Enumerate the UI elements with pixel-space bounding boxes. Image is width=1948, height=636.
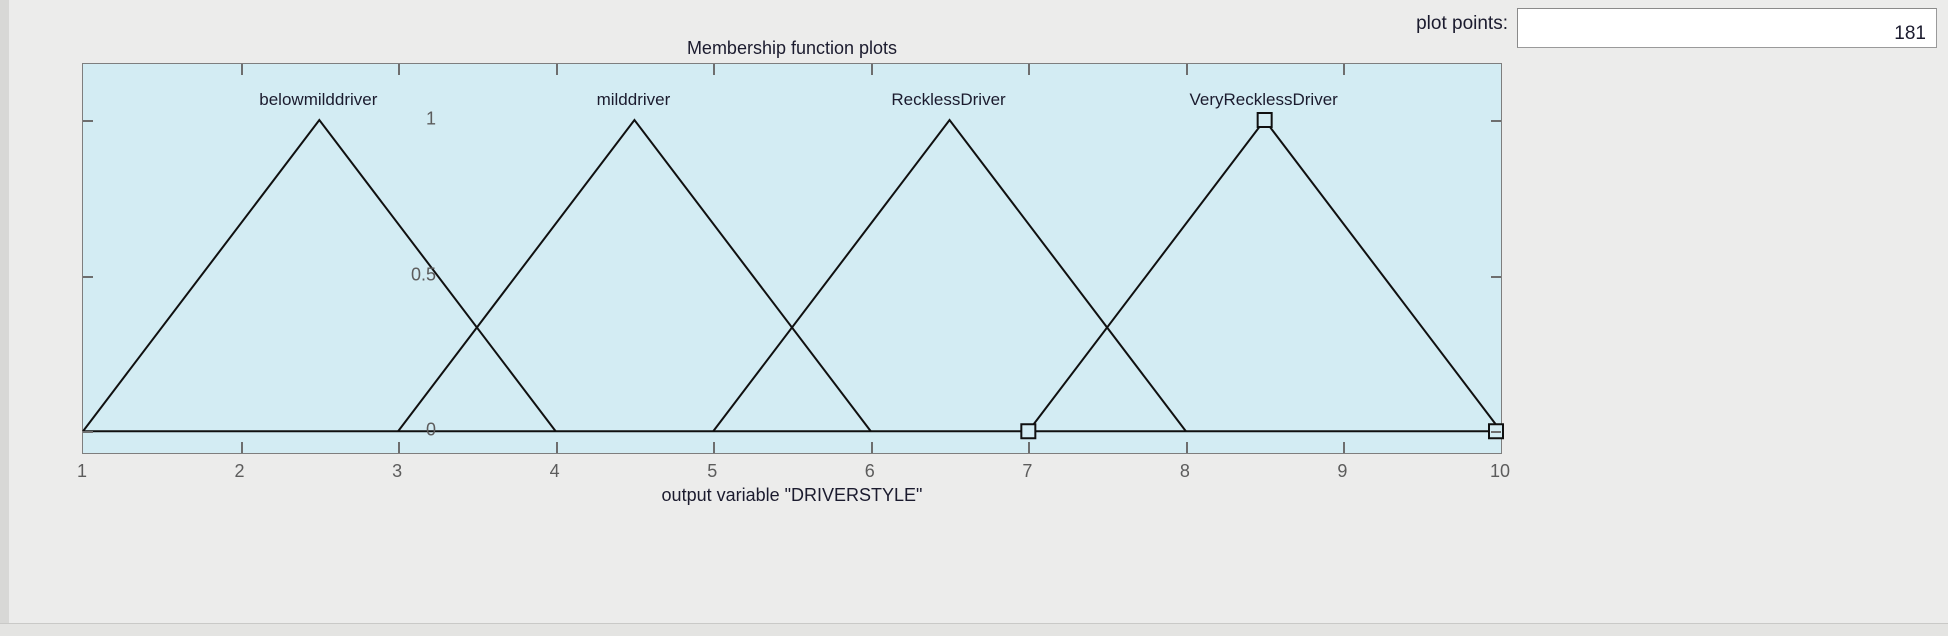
- y-tick-right-0: [1491, 431, 1501, 434]
- mf-handle-0[interactable]: [1021, 424, 1035, 438]
- x-tick-label-3: 3: [392, 461, 403, 481]
- y-tick-right-1: [1491, 120, 1501, 123]
- x-tick-label-4: 4: [549, 461, 560, 481]
- y-tick-left-0: [83, 431, 93, 434]
- chart-title: Membership function plots: [686, 38, 898, 58]
- mf-handle-1[interactable]: [1258, 113, 1272, 127]
- mf-curve-milddriver[interactable]: [398, 120, 871, 431]
- x-tick-label-8: 8: [1179, 461, 1190, 481]
- x-tick-label-10: 10: [1489, 461, 1511, 481]
- x-tick-label-2: 2: [234, 461, 245, 481]
- y-tick-label-1: 1: [425, 108, 436, 129]
- x-tick-label-9: 9: [1337, 461, 1348, 481]
- x-tick-label-5: 5: [707, 461, 718, 481]
- y-tick-left-1: [83, 120, 93, 123]
- x-tick-bottom-5: [713, 442, 716, 453]
- plot-area[interactable]: [82, 63, 1502, 454]
- mf-curve-veryrecklessdriver[interactable]: [1028, 120, 1501, 431]
- plot-points-label: plot points:: [1416, 13, 1508, 34]
- membership-curves: [83, 64, 1501, 453]
- mf-label-recklessdriver: RecklessDriver: [891, 90, 1006, 109]
- mf-label-veryrecklessdriver: VeryRecklessDriver: [1189, 90, 1338, 109]
- x-axis-caption: output variable "DRIVERSTYLE": [661, 485, 923, 505]
- y-tick-label-0: 0: [425, 419, 436, 440]
- mf-curve-belowmilddriver[interactable]: [83, 120, 556, 431]
- x-tick-top-5: [713, 64, 716, 75]
- x-tick-top-6: [870, 64, 873, 75]
- plot-points-value: 181: [1894, 23, 1926, 44]
- plot-inner: [83, 64, 1501, 453]
- mf-label-milddriver: milddriver: [596, 90, 671, 109]
- x-tick-top-8: [1185, 64, 1188, 75]
- window-left-edge: [0, 0, 9, 636]
- x-tick-top-3: [398, 64, 401, 75]
- x-tick-top-9: [1343, 64, 1346, 75]
- plot-points-input[interactable]: 181: [1517, 8, 1937, 48]
- x-tick-bottom-6: [870, 442, 873, 453]
- y-tick-label-0.5: 0.5: [410, 264, 436, 285]
- x-tick-bottom-7: [1028, 442, 1031, 453]
- x-tick-bottom-2: [240, 442, 243, 453]
- x-tick-bottom-8: [1185, 442, 1188, 453]
- x-tick-bottom-9: [1343, 442, 1346, 453]
- y-tick-right-0.5: [1491, 275, 1501, 278]
- y-tick-left-0.5: [83, 275, 93, 278]
- x-tick-label-1: 1: [76, 461, 88, 481]
- x-tick-bottom-4: [555, 442, 558, 453]
- x-tick-label-7: 7: [1022, 461, 1033, 481]
- x-tick-top-7: [1028, 64, 1031, 75]
- x-tick-label-6: 6: [864, 461, 875, 481]
- window-bottom-band: [0, 623, 1948, 636]
- mf-label-belowmilddriver: belowmilddriver: [259, 90, 378, 109]
- x-tick-top-2: [240, 64, 243, 75]
- mf-curve-recklessdriver[interactable]: [713, 120, 1186, 431]
- x-tick-bottom-3: [398, 442, 401, 453]
- x-tick-top-4: [555, 64, 558, 75]
